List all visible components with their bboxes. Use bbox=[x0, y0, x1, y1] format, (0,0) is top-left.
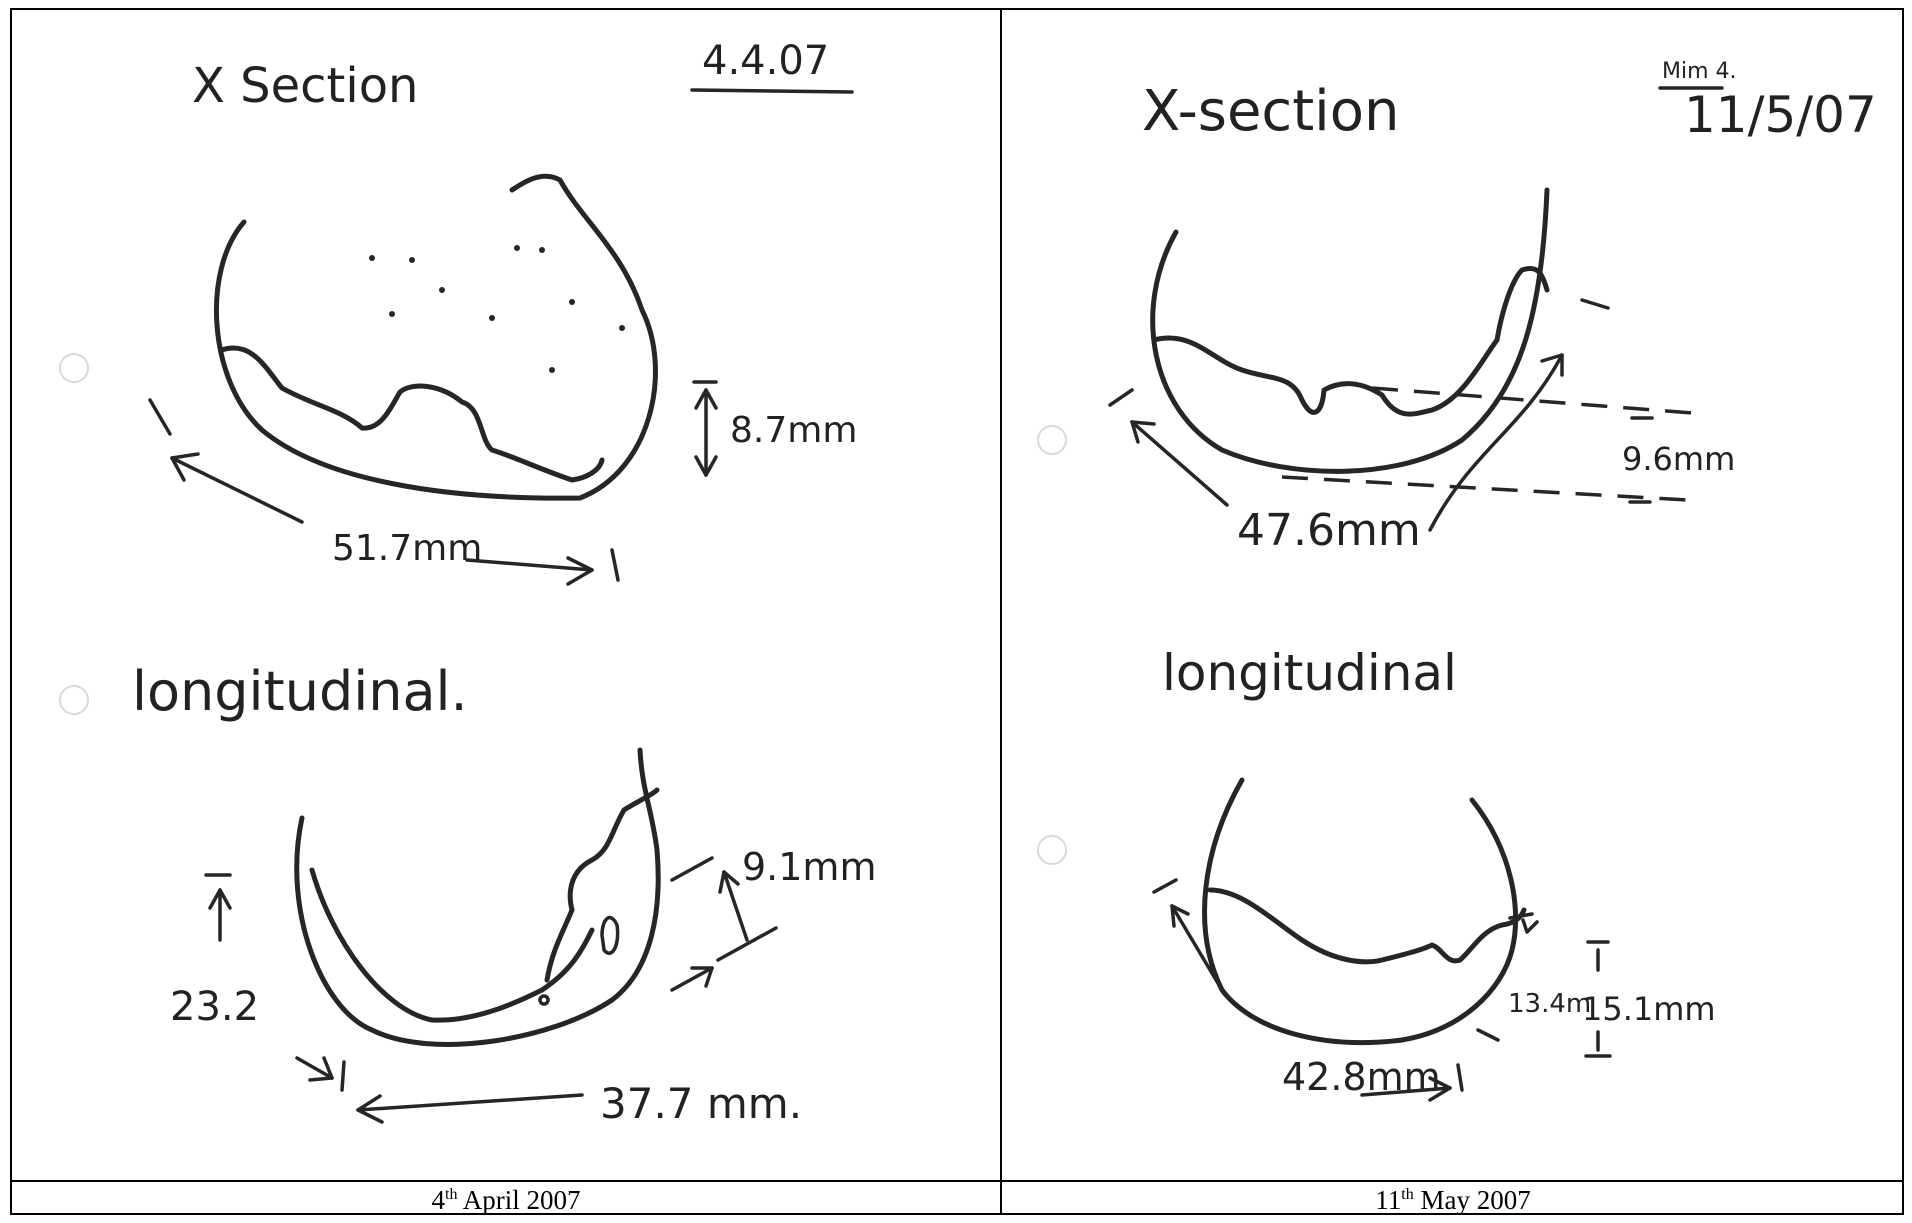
long-inner bbox=[309, 867, 595, 1023]
long-fill-line bbox=[544, 787, 660, 983]
right-sketch: X-section Mim 4. 11/5/07 47.6mm 9.6mm lo… bbox=[1037, 59, 1877, 1102]
column-divider bbox=[1000, 10, 1002, 1213]
punch-hole bbox=[59, 685, 89, 715]
punch-hole bbox=[59, 353, 89, 383]
right-caption: 11th May 2007 bbox=[1002, 1184, 1904, 1216]
left-caption-day: 4 bbox=[431, 1185, 446, 1215]
xs-dashed-bottom bbox=[1281, 475, 1689, 502]
xs-outline bbox=[1150, 187, 1550, 474]
comparison-table: X Section 4.4.07 51.7mm 8.7mm longitudin… bbox=[10, 8, 1904, 1215]
xs-depth-label: 9.6mm bbox=[1622, 440, 1735, 478]
left-caption-sup: th bbox=[445, 1186, 458, 1203]
initials: Mim 4. bbox=[1662, 59, 1737, 84]
long-outline bbox=[294, 747, 661, 1047]
long-depth-b-label: 15.1mm bbox=[1582, 990, 1716, 1028]
xs-date: 4.4.07 bbox=[702, 38, 829, 84]
long-length-label: 37.7 mm. bbox=[600, 1079, 802, 1128]
long-depth-a-label: 13.4m bbox=[1508, 989, 1591, 1019]
left-sketch: X Section 4.4.07 51.7mm 8.7mm longitudin… bbox=[59, 38, 876, 1128]
long-height-label: 23.2 bbox=[170, 984, 259, 1030]
long-title: longitudinal bbox=[1162, 644, 1457, 702]
xs-fill-line bbox=[219, 345, 605, 483]
xs-fill-line bbox=[1151, 265, 1550, 417]
xs-length-label: 51.7mm bbox=[332, 528, 482, 569]
right-caption-rest: May 2007 bbox=[1413, 1185, 1531, 1215]
xs-outline bbox=[213, 173, 658, 501]
xs-depth-label: 8.7mm bbox=[730, 410, 857, 451]
right-caption-sup: th bbox=[1401, 1186, 1414, 1203]
xs-title: X Section bbox=[192, 58, 418, 114]
xs-date: 11/5/07 bbox=[1684, 86, 1877, 144]
left-caption-rest: April 2007 bbox=[457, 1185, 581, 1215]
long-depth-label: 9.1mm bbox=[742, 845, 876, 889]
right-caption-day: 11 bbox=[1375, 1185, 1402, 1215]
long-title: longitudinal. bbox=[132, 660, 468, 723]
long-fill-line bbox=[1207, 887, 1527, 965]
long-length-label: 42.8mm bbox=[1282, 1055, 1441, 1099]
long-outline bbox=[1202, 777, 1519, 1045]
punch-hole bbox=[1037, 425, 1067, 455]
caption-row-divider bbox=[12, 1180, 1902, 1182]
xs-dashed-top bbox=[1371, 386, 1693, 415]
punch-hole bbox=[1037, 835, 1067, 865]
date-underline bbox=[690, 88, 854, 94]
left-caption: 4th April 2007 bbox=[12, 1184, 1000, 1216]
xs-length-label: 47.6mm bbox=[1237, 505, 1421, 556]
xs-title: X-section bbox=[1142, 79, 1399, 144]
